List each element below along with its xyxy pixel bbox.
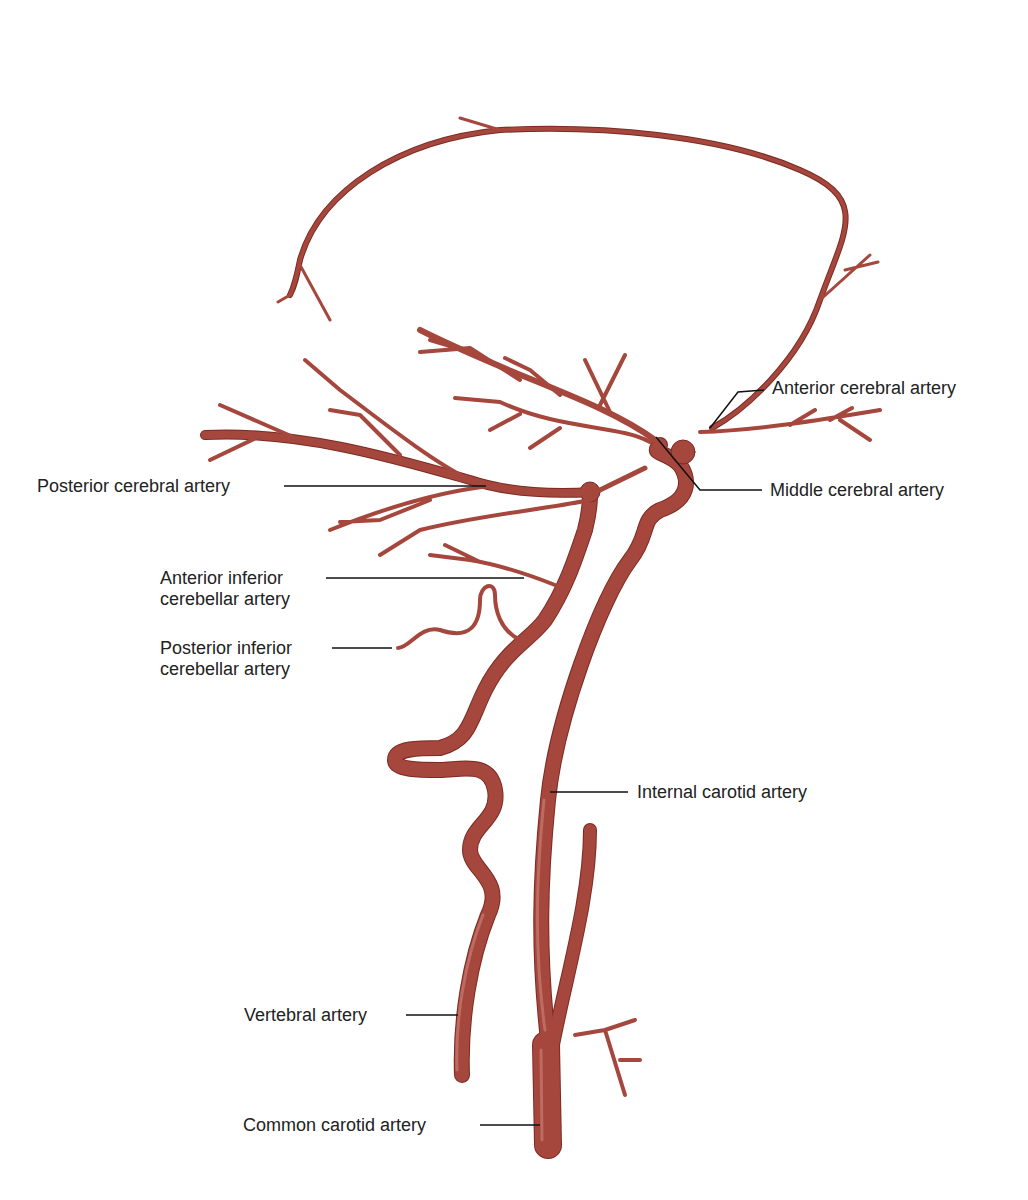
part-label: Posterior cerebral artery (37, 476, 277, 497)
part-label: Anterior cerebral artery (772, 378, 1012, 399)
vessel-outlines (205, 118, 880, 1145)
part-label: Anterior inferior cerebellar artery (160, 568, 325, 610)
part-label: Internal carotid artery (637, 782, 897, 803)
part-label: Vertebral artery (244, 1005, 404, 1026)
part-label: Common carotid artery (243, 1115, 478, 1136)
part-label: Posterior inferior cerebellar artery (160, 638, 328, 680)
part-label: Middle cerebral artery (770, 480, 1010, 501)
